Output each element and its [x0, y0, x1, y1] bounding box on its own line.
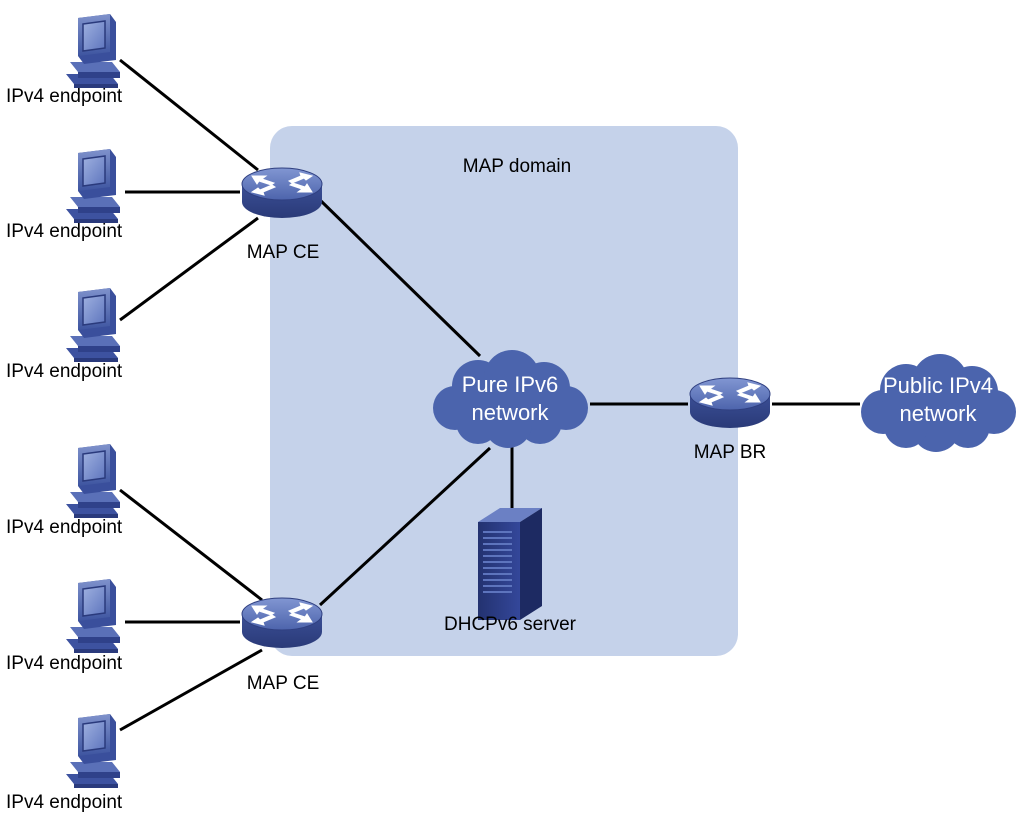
map-ce-top-label: MAP CE [247, 242, 320, 263]
ipv6-cloud-line1: Pure IPv6 [462, 372, 559, 397]
ipv6-cloud-line2: network [471, 400, 549, 425]
ipv6-network-cloud: Pure IPv6 network [433, 350, 588, 448]
router-icon [241, 167, 323, 219]
ipv4-network-cloud: Public IPv4 network [861, 354, 1016, 452]
desktop-computer-icon [65, 578, 121, 654]
dhcpv6-server: DHCPv6 server [444, 507, 577, 635]
desktop-computer-icon [65, 148, 121, 224]
endpoint-4: IPv4 endpoint [6, 443, 123, 538]
link-endpoint4-ce-bottom [119, 488, 263, 602]
map-ce-top: MAP CE [241, 167, 323, 263]
router-icon [689, 377, 771, 429]
link-endpoint3-ce-top [119, 216, 259, 322]
endpoint-1-label: IPv4 endpoint [6, 86, 123, 107]
link-ce-top-ipv6 [318, 198, 482, 358]
desktop-computer-icon [65, 443, 121, 519]
endpoint-2: IPv4 endpoint [6, 148, 123, 242]
endpoint-6-label: IPv4 endpoint [6, 792, 123, 813]
desktop-computer-icon [65, 287, 121, 363]
map-domain-label: MAP domain [463, 156, 571, 177]
links [119, 58, 860, 732]
desktop-computer-icon [65, 13, 121, 89]
link-endpoint1-ce-top [119, 58, 259, 172]
map-ce-bottom-label: MAP CE [247, 673, 320, 694]
endpoint-3-label: IPv4 endpoint [6, 361, 123, 382]
endpoint-2-label: IPv4 endpoint [6, 221, 123, 242]
server-tower-icon [477, 507, 543, 621]
router-icon [241, 597, 323, 649]
endpoint-3: IPv4 endpoint [6, 287, 123, 382]
endpoint-4-label: IPv4 endpoint [6, 517, 123, 538]
map-ce-bottom: MAP CE [241, 597, 323, 694]
ipv4-cloud-line1: Public IPv4 [883, 373, 993, 398]
ipv4-cloud-line2: network [899, 401, 977, 426]
desktop-computer-icon [65, 713, 121, 789]
link-endpoint6-ce-bottom [119, 648, 263, 732]
map-br: MAP BR [689, 377, 771, 463]
endpoint-6: IPv4 endpoint [6, 713, 123, 813]
endpoint-5-label: IPv4 endpoint [6, 653, 123, 674]
dhcpv6-server-label: DHCPv6 server [444, 614, 577, 635]
endpoint-1: IPv4 endpoint [6, 13, 123, 107]
link-ce-bottom-ipv6 [318, 446, 492, 607]
endpoint-5: IPv4 endpoint [6, 578, 123, 674]
map-br-label: MAP BR [694, 442, 767, 463]
